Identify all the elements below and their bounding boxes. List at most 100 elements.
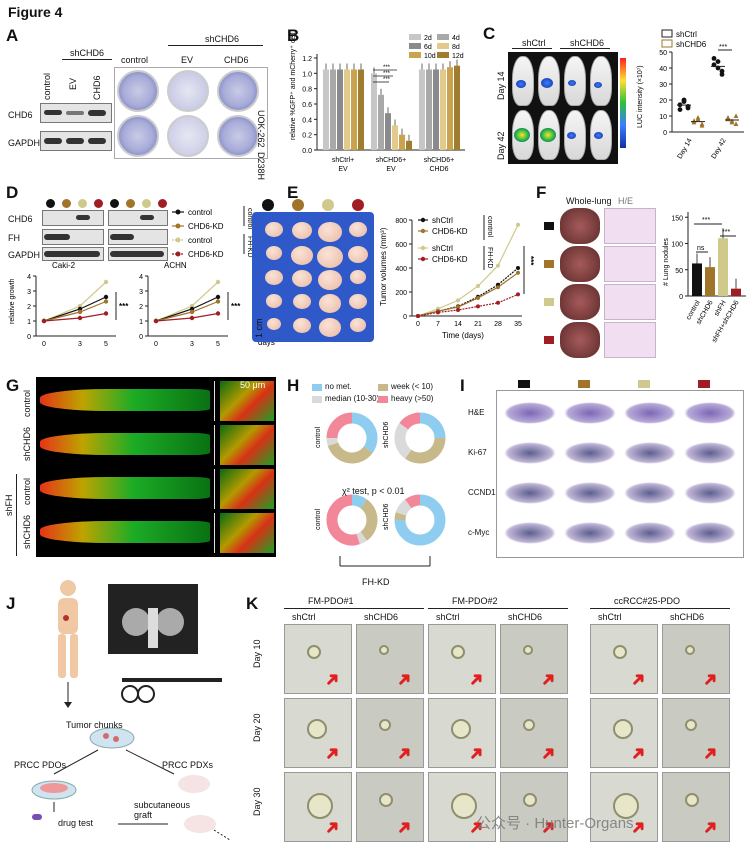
workflow-step: drug test [58,818,94,828]
legend-label: week (< 10) [391,382,434,391]
donut-slice [405,494,421,509]
organoid-brightfield-image: ➜ [500,624,568,694]
organoid-brightfield-image: ➜ [662,772,730,842]
organoid-group-label: FM-PDO#1 [308,596,354,606]
panel-e-label: E [287,183,299,202]
chi-square-stat: χ² test, p < 0.01 [342,486,405,496]
tumor-specimen [348,246,368,263]
panel-c-label: C [483,24,496,43]
ihc-stain-image [504,482,556,504]
panel-h-label: H [287,376,300,395]
zebrafish-zoom-image [220,381,274,421]
x-axis-label: Time (days) [442,331,484,340]
organoid-brightfield-image: ➜ [500,698,568,768]
organoid-brightfield-image: ➜ [590,698,658,768]
group-swatch [544,336,554,344]
data-point [677,107,683,112]
data-point [103,279,109,285]
red-arrow-icon: ➜ [319,814,345,840]
he-stain-image [604,208,656,244]
ihc-panel [496,390,744,558]
dish-col-label: EV [181,55,194,65]
group-label: shCHD6+ [376,157,407,164]
data-point [681,97,687,103]
y-tick-label: 200 [395,290,407,297]
legend-label: CHD6-KD [188,222,224,231]
legend-label: shCHD6 [676,40,707,49]
legend-swatch [378,396,388,403]
red-arrow-icon: ➜ [697,740,723,766]
y-tick-label: 3 [27,289,31,296]
workflow-step: subcutaneous graft [134,800,191,820]
group-label: EV [338,166,348,173]
color-scale-bar [620,58,626,148]
zebrafish-row-label: control [22,477,32,505]
group-label: shCHD6+ [424,157,455,164]
organoid-group-label: FM-PDO#2 [452,596,498,606]
ihc-stain-image [564,442,616,464]
tumor-specimen [265,270,283,286]
red-arrow-icon: ➜ [625,666,651,692]
col-label: Whole-lung [566,196,612,206]
x-tick-label: 0 [416,321,420,328]
y-tick-label: 1.0 [302,71,312,78]
donut-slice [351,412,378,453]
organoid-brightfield-image: ➜ [428,698,496,768]
y-tick-label: 1 [139,319,143,326]
lane-label: CHD6 [92,75,102,100]
legend-label: 2d [424,35,432,42]
significance-mark: *** [722,229,730,236]
legend-label: CHD6-KD [432,227,468,236]
tumor-specimen [266,294,282,308]
y-tick-label: 30 [659,82,667,89]
ihc-row-label: c-Myc [468,528,490,537]
ihc-stain-image [624,482,676,504]
scale-label: 1 cm [254,318,264,338]
workflow-step: Tumor chunks [66,720,123,730]
ihc-stain-image [624,402,676,424]
group-label: FH-KD [246,236,253,257]
donut-slice [326,412,353,439]
legend-swatch [378,384,388,391]
ihc-stain-image [504,402,556,424]
organoid-brightfield-image: ➜ [590,624,658,694]
y-tick-label: 800 [395,218,407,225]
data-point [189,309,195,315]
donut-slice [360,499,378,541]
dish-header: shCHD6 [205,34,240,44]
x-tick-label: Day 14 [677,137,694,160]
group-label: control [246,208,253,229]
tumor-specimen [292,270,312,287]
zebrafish-image [40,389,210,411]
organoid [451,793,477,819]
organoid [523,793,537,807]
donut-slice [351,494,367,509]
ihc-stain-image [564,482,616,504]
organoid-brightfield-image: ➜ [662,698,730,768]
donut-slice [326,437,339,446]
ihc-stain-image [624,442,676,464]
donut-slice [394,512,407,521]
red-arrow-icon: ➜ [535,740,561,766]
organoid [379,645,389,655]
y-axis-label: relative growth [9,278,16,324]
data-point [719,72,725,77]
x-unit-label: days [258,338,275,347]
zebrafish-zoom-image [220,425,274,465]
y-axis-label: # Lung nodules [663,238,670,286]
x-tick-label: 5 [216,341,220,348]
tumor-specimen [317,246,343,269]
donut-label: control [315,427,322,448]
data-point [729,119,735,125]
data-point [516,222,520,227]
organoid-brightfield-image: ➜ [284,698,352,768]
significance-mark: *** [119,302,129,311]
whole-lung-image [560,246,600,282]
zebrafish-image [40,521,210,543]
donut-slice [395,499,412,516]
bar [371,73,377,150]
panel-b-label: B [287,26,300,45]
x-tick-label: 3 [78,341,82,348]
legend-label: 4d [452,35,460,42]
data-point [516,266,520,270]
